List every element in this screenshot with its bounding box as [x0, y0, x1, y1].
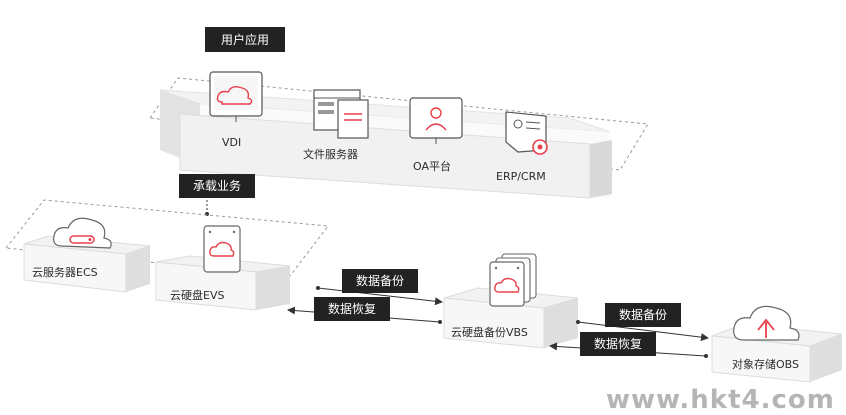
disk-icon	[203, 225, 241, 273]
vbs-node: 云硬盘备份VBS	[443, 253, 579, 349]
ecs-node: 云服务器ECS	[23, 217, 151, 293]
flow-evs-vbs: 数据备份 数据恢复	[287, 269, 443, 324]
obs-node: 对象存储OBS	[711, 305, 843, 383]
app-oa: OA平台	[409, 97, 463, 173]
watermark-text: www.hkt4.com	[606, 385, 835, 415]
app-file-server: 文件服务器	[303, 89, 369, 161]
app-vdi: VDI	[209, 71, 263, 149]
app-vdi-label: VDI	[222, 136, 241, 149]
file-server-window-icon	[313, 89, 369, 139]
flow-vbs-obs: 数据备份 数据恢复	[549, 303, 709, 358]
obs-label: 对象存储OBS	[732, 357, 799, 371]
flow-backup-tag-1: 数据备份	[342, 269, 418, 293]
flow-restore-tag-2: 数据恢复	[580, 332, 656, 356]
monitor-cloud-icon	[209, 71, 263, 122]
backup-disk-stack-icon	[489, 253, 537, 307]
user-apps-tag: 用户应用	[205, 27, 285, 52]
svg-text:数据备份: 数据备份	[619, 307, 667, 322]
carry-connector: 承载业务	[179, 174, 255, 216]
id-card-gear-icon	[505, 111, 548, 155]
carry-tag-label: 承载业务	[193, 178, 241, 193]
app-erp-crm: ERP/CRM	[496, 111, 548, 183]
vbs-label: 云硬盘备份VBS	[451, 325, 528, 339]
ecs-label: 云服务器ECS	[32, 266, 98, 279]
app-erp-crm-label: ERP/CRM	[496, 170, 546, 183]
evs-label: 云硬盘EVS	[170, 288, 224, 302]
app-oa-label: OA平台	[413, 159, 451, 173]
user-apps-tag-label: 用户应用	[221, 32, 269, 47]
flow-restore-tag-1: 数据恢复	[314, 297, 390, 321]
flow-backup-tag-2: 数据备份	[605, 303, 681, 327]
svg-text:数据备份: 数据备份	[356, 273, 404, 288]
cloud-upload-icon	[733, 305, 800, 341]
app-file-server-label: 文件服务器	[303, 147, 358, 161]
cloud-server-icon	[53, 217, 112, 249]
svg-text:数据恢复: 数据恢复	[328, 301, 376, 316]
monitor-user-icon	[409, 97, 463, 144]
evs-node: 云硬盘EVS	[155, 225, 291, 311]
svg-text:数据恢复: 数据恢复	[594, 336, 642, 351]
